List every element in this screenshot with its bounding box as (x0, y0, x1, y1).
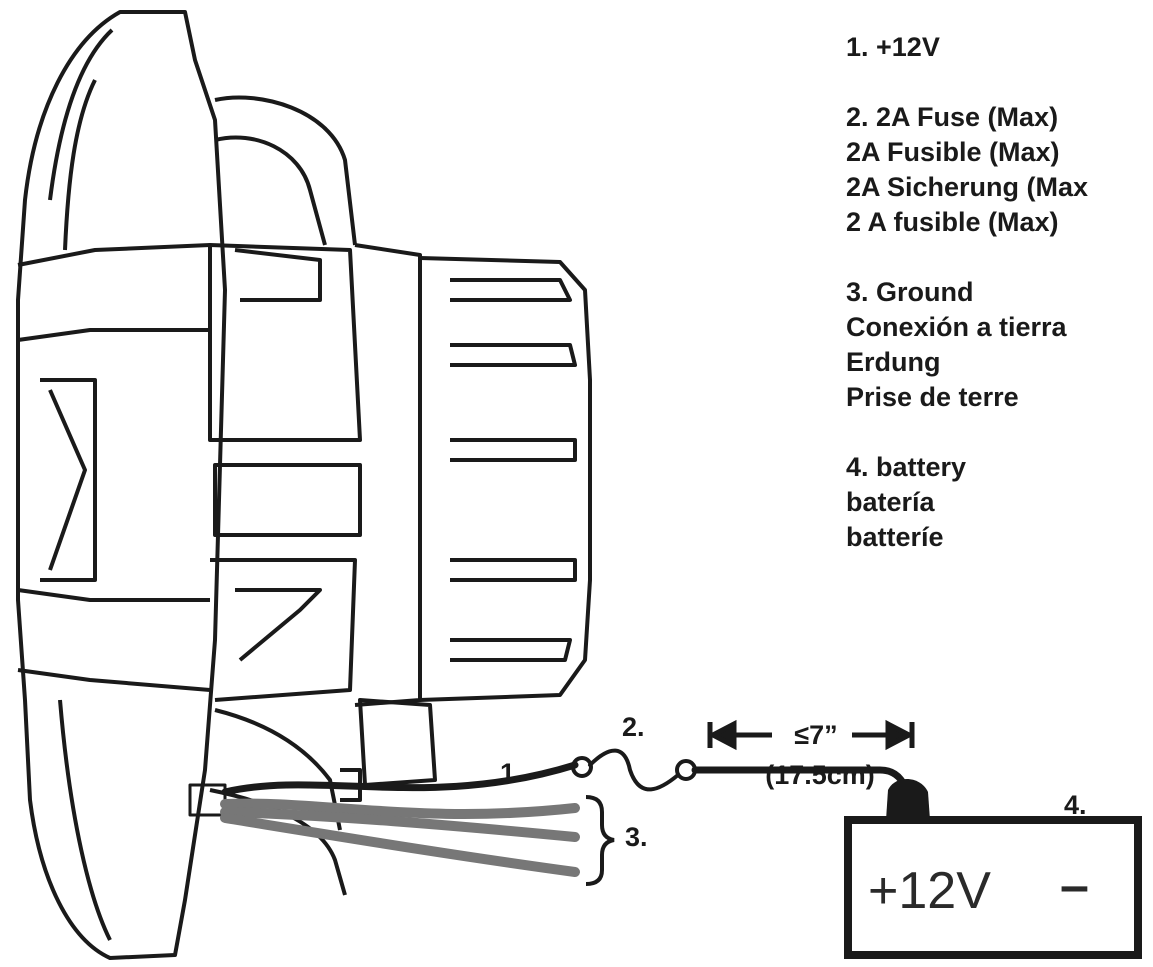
legend-line: 2A Fusible (Max) (846, 137, 1060, 167)
legend-line: 1. +12V (846, 32, 940, 62)
legend-item-4: 4. battery batería batteríe (846, 450, 1088, 555)
fuse-link (588, 748, 680, 792)
legend: 1. +12V 2. 2A Fuse (Max) 2A Fusible (Max… (846, 30, 1088, 590)
legend-item-3: 3. Ground Conexión a tierra Erdung Prise… (846, 275, 1088, 415)
battery-terminal (886, 778, 930, 820)
callout-fuse: 2. (622, 712, 645, 742)
ground-wire-2 (220, 807, 580, 842)
legend-line: batería (846, 487, 935, 517)
legend-item-2: 2. 2A Fuse (Max) 2A Fusible (Max) 2A Sic… (846, 100, 1088, 240)
ground-brace (585, 795, 615, 886)
battery-positive-label: +12V (868, 862, 991, 920)
legend-line: Conexión a tierra (846, 312, 1067, 342)
measurement-max: ≤7” (794, 720, 838, 750)
legend-line: 2. 2A Fuse (Max) (846, 102, 1059, 132)
measurement-metric: (17.5cm) (765, 760, 875, 790)
legend-line: 4. battery (846, 452, 967, 482)
battery-negative-label: – (1060, 857, 1089, 915)
legend-line: Prise de terre (846, 382, 1019, 412)
legend-item-1: 1. +12V (846, 30, 1088, 65)
callout-ground: 3. (625, 822, 648, 852)
legend-line: batteríe (846, 522, 944, 552)
legend-line: Erdung (846, 347, 941, 377)
ground-wire-1 (220, 798, 580, 819)
speaker-rim (16, 10, 227, 960)
battery-box (844, 816, 1142, 959)
callout-battery: 4. (1064, 790, 1087, 820)
legend-line: 2A Sicherung (Max (846, 172, 1089, 202)
legend-line: 2 A fusible (Max) (846, 207, 1059, 237)
callout-wire: 1. (500, 758, 523, 788)
ground-wire-3 (220, 813, 580, 877)
positive-wire (221, 761, 579, 796)
legend-line: 3. Ground (846, 277, 974, 307)
